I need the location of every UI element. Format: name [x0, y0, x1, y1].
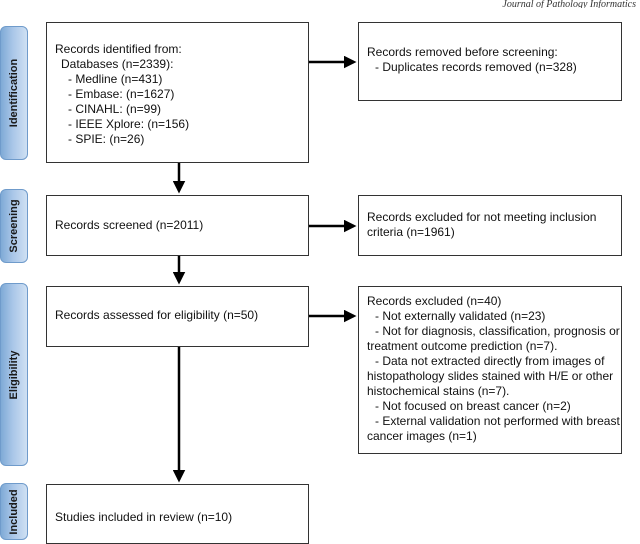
databases-label: Databases (n=2339): — [61, 57, 174, 71]
source-ieee-xplore: - IEEE Xplore: (n=156) — [68, 117, 190, 131]
source-medline: - Medline (n=431) — [68, 72, 163, 86]
duplicates-removed: - Duplicates records removed (n=328) — [375, 60, 577, 74]
source-spie: - SPIE: (n=26) — [68, 132, 145, 146]
records-removed-box: Records removed before screening: - Dupl… — [358, 22, 622, 101]
reason-external-validation-cont: cancer images (n=1) — [367, 429, 477, 443]
records-removed-title: Records removed before screening: — [367, 45, 558, 59]
studies-included-text: Studies included in review (n=10) — [55, 510, 233, 524]
records-assessed-text: Records assessed for eligibility (n=50) — [55, 308, 259, 322]
excluded-criteria-line1: Records excluded for not meeting inclusi… — [367, 210, 597, 224]
reason-external-validation: - External validation not performed with… — [375, 414, 620, 428]
reason-data-not-extracted: - Data not extracted directly from image… — [375, 354, 605, 368]
source-cinahl: - CINAHL: (n=99) — [68, 102, 162, 116]
stage-identification: Identification — [0, 26, 28, 160]
stage-screening: Screening — [0, 189, 28, 263]
reason-data-not-extracted-cont1: histopathology slides stained with H/E o… — [367, 369, 614, 383]
reason-not-for-diagnosis-cont: treatment outcome prediction (n=7). — [367, 339, 558, 353]
records-excluded-box: Records excluded (n=40) - Not externally… — [358, 286, 622, 454]
source-embase: - Embase: (n=1627) — [68, 87, 175, 101]
reason-not-for-diagnosis: - Not for diagnosis, classification, pro… — [375, 324, 620, 338]
records-excluded-title: Records excluded (n=40) — [367, 294, 502, 308]
reason-data-not-extracted-cont2: histochemical stains (n=7). — [367, 384, 510, 398]
records-excluded-criteria-box: Records excluded for not meeting inclusi… — [358, 195, 622, 256]
studies-included-box: Studies included in review (n=10) — [46, 484, 309, 544]
stage-eligibility: Eligibility — [0, 283, 28, 466]
excluded-criteria-line2: criteria (n=1961) — [367, 225, 455, 239]
stage-included: Included — [0, 483, 28, 540]
records-screened-text: Records screened (n=2011) — [55, 218, 204, 232]
reason-not-externally-validated: - Not externally validated (n=23) — [375, 309, 546, 323]
records-assessed-box: Records assessed for eligibility (n=50) — [46, 286, 309, 347]
records-screened-box: Records screened (n=2011) — [46, 195, 309, 256]
journal-header: Journal of Pathology Informatics — [502, 0, 636, 8]
records-identified-title: Records identified from: — [55, 42, 182, 56]
reason-not-breast-cancer: - Not focused on breast cancer (n=2) — [375, 399, 571, 413]
records-identified-box: Records identified from: Databases (n=23… — [46, 22, 309, 163]
